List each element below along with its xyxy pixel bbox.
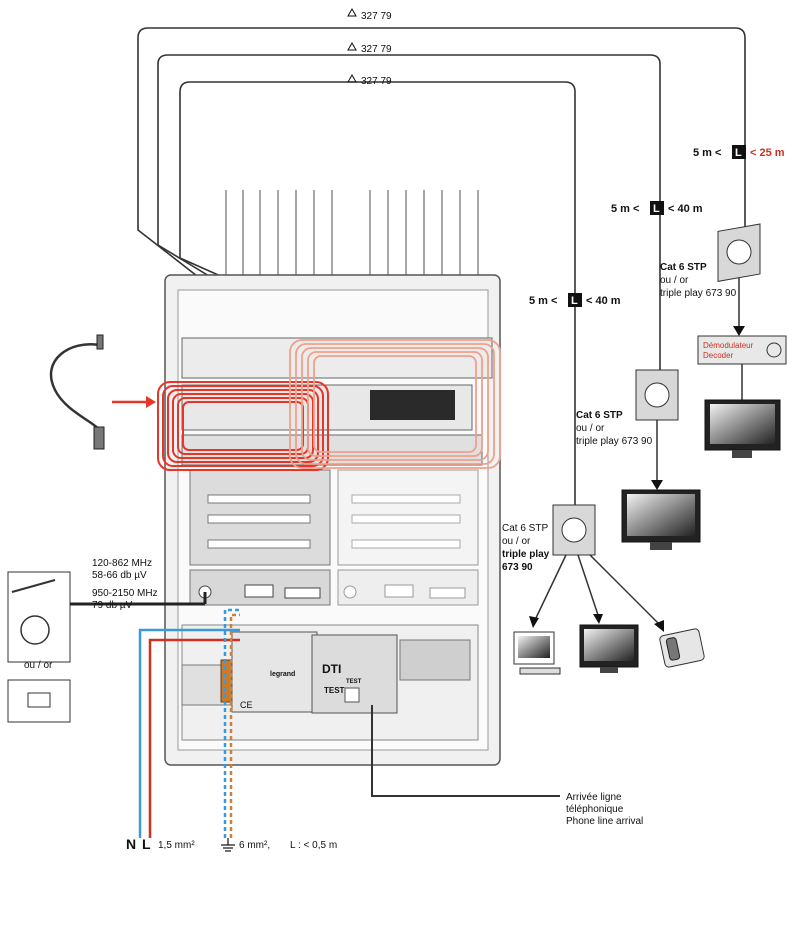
decoder-label-en: Decoder xyxy=(703,351,734,360)
tv-screen-3 xyxy=(579,624,639,673)
satellite-dish-icon xyxy=(20,615,50,645)
rj45-socket-icon xyxy=(726,239,752,265)
patch-cord-accessory xyxy=(49,334,156,450)
band1-level: 58-66 db µV xyxy=(92,570,147,581)
tv-screen-2 xyxy=(621,420,701,550)
cable-ref-2: 327 79 xyxy=(347,41,392,55)
rj45-socket-icon xyxy=(561,517,587,543)
line-label: L xyxy=(142,836,151,852)
earth-section: 6 mm², xyxy=(239,840,270,851)
rj45-socket-icon xyxy=(644,382,670,408)
warning-icon xyxy=(347,41,357,51)
socket-alt: triple play xyxy=(502,549,550,560)
telephone-icon xyxy=(659,628,705,668)
wire-section: 1,5 mm² xyxy=(158,840,195,851)
length-symbol: L xyxy=(571,295,578,307)
arrow-down-icon xyxy=(529,616,539,628)
link-suffix: < 40 m xyxy=(668,203,703,215)
link-length-3: 5 m < L < 40 m xyxy=(529,293,621,307)
tv-input: ou / or 120-862 MHz 58-66 db µV 950-2150… xyxy=(7,558,207,723)
rj45-plug-icon xyxy=(93,426,105,450)
socket-alt: triple play 673 90 xyxy=(660,288,737,299)
socket-or: ou / or xyxy=(660,275,689,286)
link-suffix: < 40 m xyxy=(586,295,621,307)
power-labels: N L 1,5 mm² 6 mm², L : < 0,5 m xyxy=(126,836,337,852)
phone-line-fr-1: Arrivée ligne xyxy=(566,792,622,803)
socket-label-3: Cat 6 STP ou / or triple play 673 90 xyxy=(502,523,550,573)
link-suffix: < 25 m xyxy=(750,147,785,159)
arrow-right-icon xyxy=(146,396,156,408)
power-wires xyxy=(138,608,560,838)
length-label: L : < 0,5 m xyxy=(290,840,337,851)
arrow-down-icon xyxy=(593,614,603,624)
socket-ref: 673 90 xyxy=(502,562,533,573)
test-label: TEST xyxy=(324,686,345,695)
decoder-icon xyxy=(766,342,782,358)
socket-alt: triple play 673 90 xyxy=(576,436,653,447)
link-prefix: 5 m < xyxy=(611,203,639,215)
band2-frequency: 950-2150 MHz xyxy=(92,588,158,599)
neutral-label: N xyxy=(126,836,136,852)
link-prefix: 5 m < xyxy=(693,147,721,159)
patch-cords-pink xyxy=(289,339,501,469)
band1-frequency: 120-862 MHz xyxy=(92,558,152,569)
socket-type: Cat 6 STP xyxy=(576,410,623,421)
warning-icon xyxy=(347,7,357,17)
brand-label: legrand xyxy=(270,671,295,678)
length-symbol: L xyxy=(653,203,660,215)
cable-ref-label: 327 79 xyxy=(361,76,392,87)
cable-tv-socket-icon xyxy=(27,692,51,708)
telephone xyxy=(659,628,705,668)
arrow-down-icon xyxy=(651,480,663,490)
test-label-small: TEST xyxy=(346,679,362,685)
socket-or: ou / or xyxy=(576,423,605,434)
socket-3-outputs xyxy=(534,554,661,626)
phone-line-fr-2: téléphonique xyxy=(566,804,624,815)
socket-label-2: Cat 6 STP ou / or triple play 673 90 xyxy=(576,410,653,447)
phone-line: Arrivée ligne téléphonique Phone line ar… xyxy=(566,792,643,827)
power-module xyxy=(231,631,318,713)
socket-type: Cat 6 STP xyxy=(502,523,548,534)
arrow-down-icon xyxy=(733,326,745,336)
arrow-down-icon xyxy=(654,620,664,632)
cable-ref-label: 327 79 xyxy=(361,44,392,55)
link-length-2: 5 m < L < 40 m xyxy=(611,201,703,215)
wall-socket-1 xyxy=(717,223,761,282)
earth-icon xyxy=(221,838,235,852)
length-symbol: L xyxy=(735,147,742,159)
tv-screen-1 xyxy=(704,399,781,458)
socket-or: ou / or xyxy=(502,536,531,547)
decoder: Démodulateur Decoder xyxy=(697,278,787,400)
socket-label-1: Cat 6 STP ou / or triple play 673 90 xyxy=(660,262,737,299)
cable-ref-3: 327 79 xyxy=(347,73,392,87)
wall-socket-3 xyxy=(552,504,596,556)
antenna-icon xyxy=(11,579,56,593)
computer xyxy=(513,631,561,675)
ce-mark: CE xyxy=(240,700,253,710)
wall-socket-2 xyxy=(635,369,679,421)
dti-label: DTI xyxy=(322,662,341,676)
band2-level: 79 db µV xyxy=(92,600,133,611)
link-prefix: 5 m < xyxy=(529,295,557,307)
cable-ref-1: 327 79 xyxy=(347,7,392,22)
long-cables xyxy=(137,27,746,510)
socket-type: Cat 6 STP xyxy=(660,262,707,273)
cable-ref-label: 327 79 xyxy=(361,11,392,22)
phone-line-en: Phone line arrival xyxy=(566,816,643,827)
decoder-label-fr: Démodulateur xyxy=(703,341,754,350)
warning-icon xyxy=(347,73,357,83)
link-length-1: 5 m < L < 25 m xyxy=(693,145,785,159)
or-label: ou / or xyxy=(24,660,53,671)
